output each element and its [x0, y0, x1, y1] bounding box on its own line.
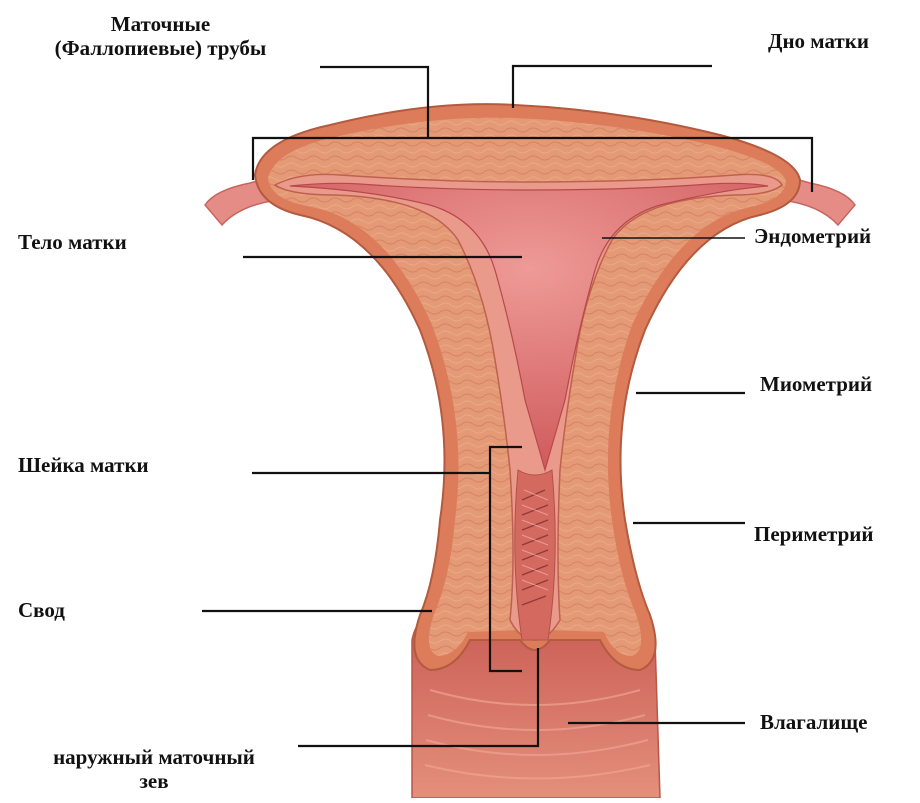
label-ostium-line1: наружный маточный	[4, 745, 304, 769]
label-endometrium: Эндометрий	[754, 224, 871, 248]
label-vagina: Влагалище	[760, 710, 867, 734]
label-ostium-line2: зев	[4, 769, 304, 793]
label-fornix: Свод	[18, 598, 65, 622]
label-tubes-line2: (Фаллопиевые) трубы	[8, 36, 313, 60]
label-cervix: Шейка матки	[18, 453, 149, 477]
leader-fundus	[513, 66, 712, 108]
label-tubes: Маточные (Фаллопиевые) трубы	[8, 12, 313, 60]
label-ostium: наружный маточный зев	[4, 745, 304, 793]
label-body: Тело матки	[18, 230, 127, 254]
label-myometrium: Миометрий	[760, 372, 872, 396]
label-fundus: Дно матки	[768, 29, 869, 53]
label-tubes-line1: Маточные	[8, 12, 313, 36]
label-perimetrium: Периметрий	[754, 522, 874, 546]
